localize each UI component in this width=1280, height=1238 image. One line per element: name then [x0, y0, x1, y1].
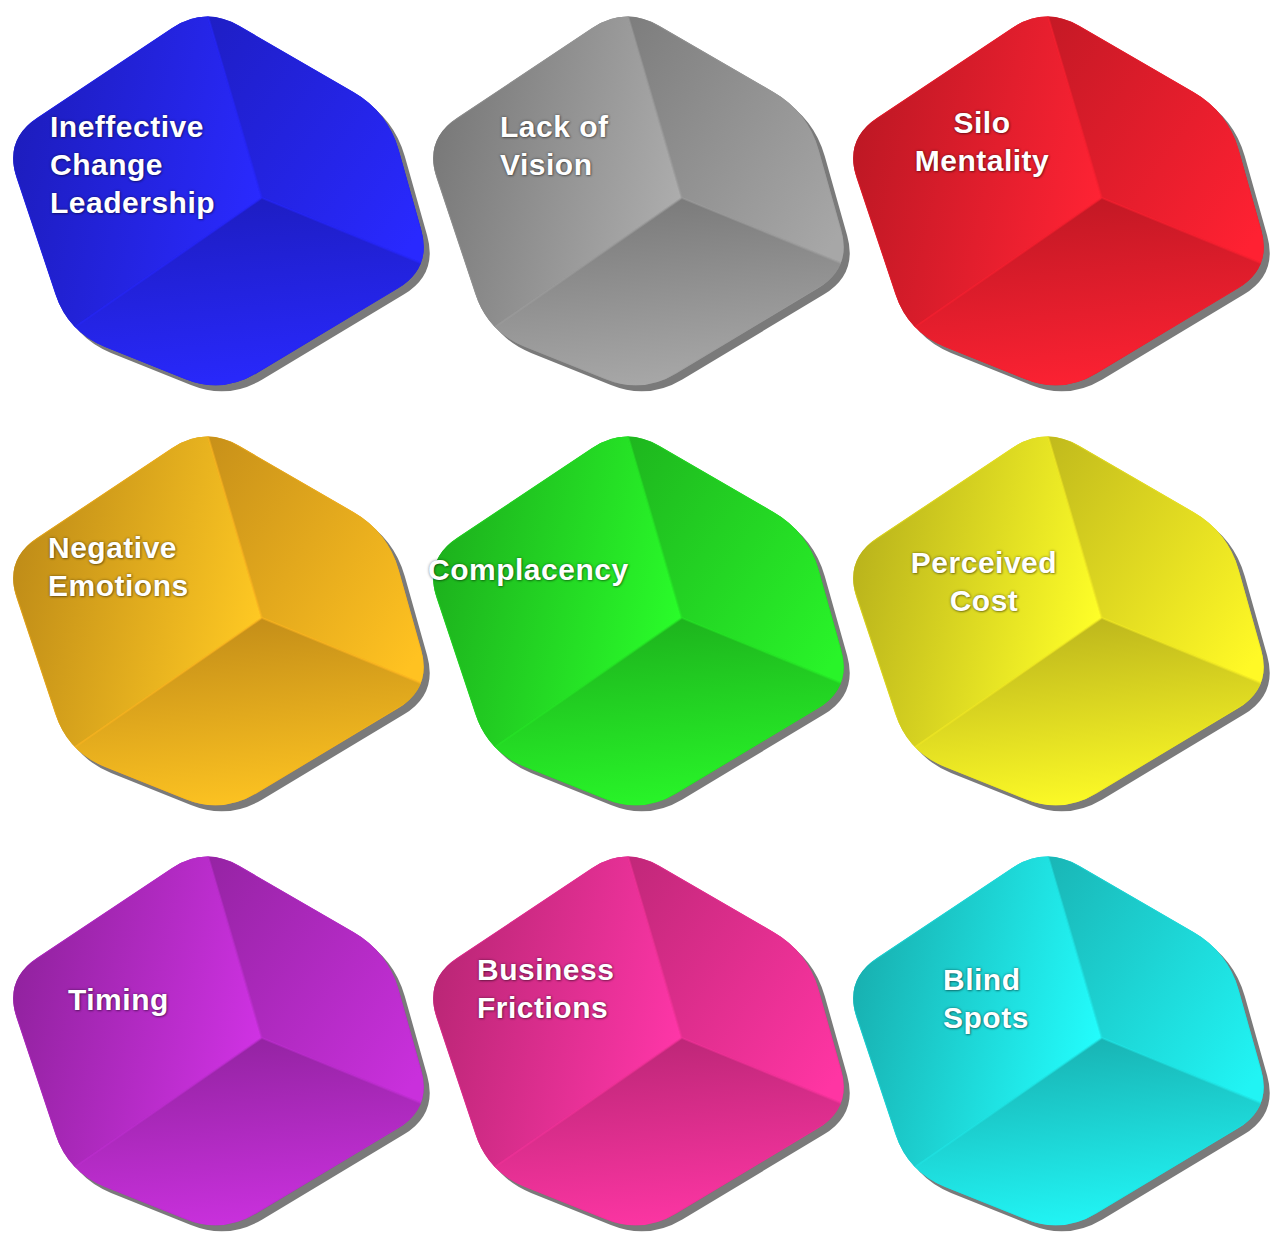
cube-box: Perceived Cost — [840, 420, 1280, 820]
cube-shape — [420, 840, 870, 1238]
cube-label: Ineffective Change Leadership — [50, 108, 250, 222]
cube-shape — [840, 840, 1280, 1238]
cube-face — [908, 618, 1272, 814]
cube-label: Business Frictions — [477, 951, 667, 1027]
cube-face — [68, 198, 432, 394]
cube-label: Silo Mentality — [892, 104, 1072, 180]
cube-shape — [420, 420, 870, 830]
cube-box: Lack of Vision — [420, 0, 860, 400]
cube-label: Lack of Vision — [500, 108, 670, 184]
cube-label: Complacency — [428, 551, 668, 589]
cube-label: Perceived Cost — [894, 544, 1074, 620]
cube-shape — [840, 420, 1280, 830]
cube-face — [68, 1038, 432, 1234]
cube-label: Blind Spots — [943, 961, 1063, 1037]
cube-face — [68, 618, 432, 814]
cube-face — [908, 1038, 1272, 1234]
cube-label: Negative Emotions — [48, 529, 248, 605]
cube-shape — [420, 0, 870, 410]
cube-box: Timing — [0, 840, 440, 1238]
cube-shape — [0, 420, 450, 830]
cube-label: Timing — [68, 981, 248, 1019]
cube-box: Complacency — [420, 420, 860, 820]
cube-box: Silo Mentality — [840, 0, 1280, 400]
cube-shape — [840, 0, 1280, 410]
cube-face — [488, 198, 852, 394]
cube-box: Ineffective Change Leadership — [0, 0, 440, 400]
cube-box: Blind Spots — [840, 840, 1280, 1238]
cube-box: Negative Emotions — [0, 420, 440, 820]
cube-face — [488, 618, 852, 814]
cube-face — [908, 198, 1272, 394]
cube-shape — [0, 840, 450, 1238]
cube-box: Business Frictions — [420, 840, 860, 1238]
cube-face — [488, 1038, 852, 1234]
